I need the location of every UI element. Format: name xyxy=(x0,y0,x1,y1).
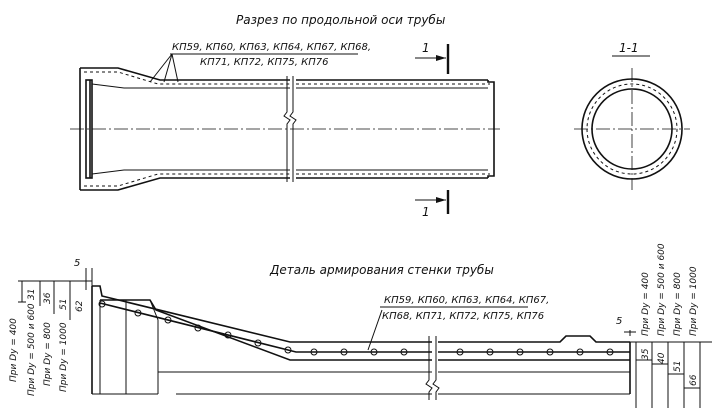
left-dim-value-1: 31 xyxy=(27,289,37,300)
title-cross-section: 1-1 xyxy=(619,41,639,55)
section-mark-bottom: 1 xyxy=(422,205,430,219)
top-callout-line2: КП71, КП72, КП75, КП76 xyxy=(200,57,328,68)
right-dim-value-2: 40 xyxy=(657,352,667,364)
top-reinforcement-callout: КП59, КП60, КП63, КП64, КП67, КП68, КП71… xyxy=(149,42,371,83)
section-mark-top: 1 xyxy=(422,41,430,55)
right-dim-value-3: 51 xyxy=(673,361,683,372)
right-top-dimension: 5 xyxy=(616,316,622,327)
detail-reinforcement-callout: КП59, КП60, КП63, КП64, КП67, КП68, КП71… xyxy=(367,295,549,351)
left-dim-label-3: При Dу = 800 xyxy=(43,322,53,386)
left-dim-value-3: 51 xyxy=(59,299,69,310)
longitudinal-section-view xyxy=(70,67,500,191)
left-dim-value-4: 62 xyxy=(75,300,85,312)
longitudinal-wire-markers xyxy=(98,300,614,356)
right-dim-label-3: При Dу = 800 xyxy=(673,272,683,336)
detail-callout-line1: КП59, КП60, КП63, КП64, КП67, xyxy=(384,295,549,306)
title-longitudinal-section: Разрез по продольной оси трубы xyxy=(236,13,445,27)
right-dimension-block: 5 35 40 51 66 При Dу = 400 При Dу = 500 … xyxy=(616,243,712,408)
left-top-dimension: 5 xyxy=(74,258,80,269)
left-dim-label-4: При Dу = 1000 xyxy=(59,322,69,392)
left-dim-value-2: 36 xyxy=(43,292,53,304)
section-cut-marks: 1 1 xyxy=(415,41,450,219)
right-dim-label-4: При Dу = 1000 xyxy=(689,266,699,336)
right-dim-label-2: При Dу = 500 и 600 xyxy=(657,243,667,336)
detail-callout-line2: КП68, КП71, КП72, КП75, КП76 xyxy=(382,311,544,322)
title-wall-detail: Деталь армирования стенки трубы xyxy=(269,263,494,277)
left-dimension-block: 5 31 36 51 62 При Dу = 400 При Dу = 500 … xyxy=(9,258,93,396)
right-dim-value-1: 35 xyxy=(641,348,651,360)
right-dim-value-4: 66 xyxy=(689,374,699,386)
wall-detail-view xyxy=(91,285,631,400)
top-callout-line1: КП59, КП60, КП63, КП64, КП67, КП68, xyxy=(172,42,371,53)
left-dim-label-1: При Dу = 400 xyxy=(9,318,19,382)
cross-section-view xyxy=(574,68,690,190)
right-dim-label-1: При Dу = 400 xyxy=(641,272,651,336)
left-dim-label-2: При Dу = 500 и 600 xyxy=(27,303,37,396)
